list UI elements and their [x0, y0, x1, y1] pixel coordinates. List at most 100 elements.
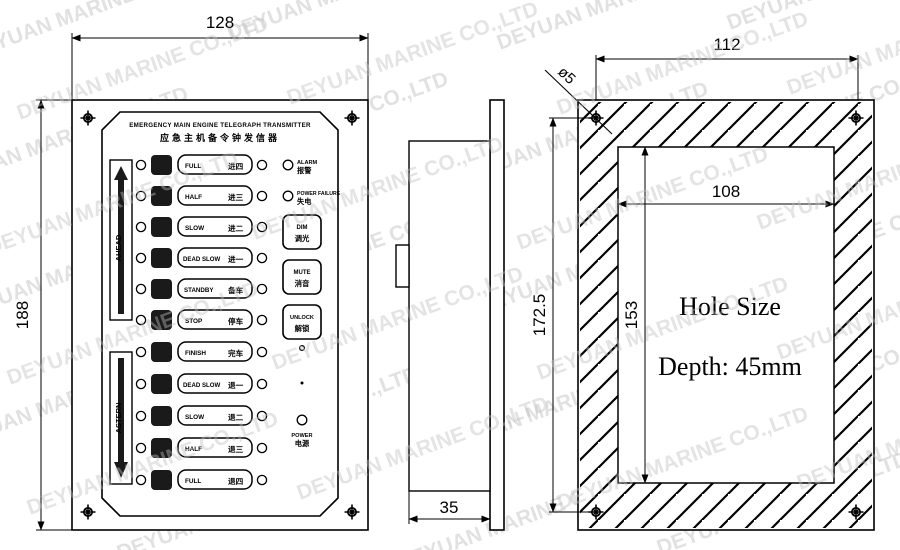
hole-size-note-line2: Depth: 45mm: [658, 352, 802, 381]
order-label-cn: 进四: [228, 161, 244, 171]
order-lamp-right-icon: [256, 221, 268, 233]
order-push-button[interactable]: [151, 438, 172, 458]
order-row-ahead-5[interactable]: STANDBY 备车: [135, 278, 268, 299]
function-label-cn: 消音: [295, 279, 310, 288]
function-label-en: DIM: [297, 225, 308, 231]
function-label-cn: 解锁: [295, 324, 310, 333]
order-label-plate: [177, 247, 253, 268]
order-push-button[interactable]: [151, 217, 172, 237]
order-lamp-right-icon: [256, 474, 268, 486]
order-label-en: SLOW: [185, 414, 205, 421]
order-row-astern-4[interactable]: HALF 退三: [135, 437, 268, 458]
dim-front-height: 188: [13, 99, 72, 531]
order-label-cn: 退一: [228, 381, 244, 390]
dim-label-128: 128: [206, 13, 234, 32]
panel-title-cn: 应急主机备令钟发信器: [160, 132, 280, 144]
order-label-plate: [177, 373, 253, 394]
order-row-astern-3[interactable]: SLOW 退二: [135, 405, 268, 426]
order-lamp-left-icon: [135, 159, 147, 171]
order-label-cn: 退三: [228, 445, 244, 454]
order-push-button[interactable]: [151, 470, 172, 490]
indicator-label-cn: 报警: [297, 166, 312, 175]
order-row-ahead-4[interactable]: DEAD SLOW 进一: [135, 247, 268, 268]
dim-panel-height: 172.5: [530, 117, 596, 513]
indicator-label-en: ALARM: [297, 160, 318, 166]
indicator-label-en: POWER FAILURE: [297, 191, 341, 197]
order-label-cn: 完车: [228, 348, 244, 358]
order-label-en: STANDBY: [184, 287, 214, 294]
order-row-ahead-3[interactable]: SLOW 进二: [135, 216, 268, 237]
order-lamp-right-icon: [256, 378, 268, 390]
order-label-cn: 退四: [228, 477, 244, 486]
panel-marker-dot-icon: [300, 381, 304, 385]
dim-side-depth: 35: [408, 491, 491, 524]
order-push-button[interactable]: [151, 342, 172, 362]
alarm-lamp-icon: [282, 159, 294, 171]
order-lamp-right-icon: [256, 314, 268, 326]
order-label-cn: 进二: [228, 223, 244, 233]
order-row-astern-1[interactable]: FINISH 完车: [135, 341, 268, 362]
function-button-unlock[interactable]: UNLOCK 解锁: [282, 304, 322, 340]
order-label-cn: 备车: [227, 285, 244, 295]
power-lamp-icon: [296, 414, 308, 426]
side-view: 35: [395, 99, 505, 531]
function-button-mute[interactable]: MUTE 消音: [282, 259, 322, 295]
side-connector-boss: [395, 244, 410, 288]
order-lamp-right-icon: [256, 346, 268, 358]
power-failure-lamp-icon: [282, 190, 294, 202]
power-label-cn: 电源: [295, 439, 310, 448]
indicator-label-cn: 失电: [297, 197, 312, 206]
dim-hole-height: 153: [618, 146, 649, 484]
dim-label-153: 153: [622, 301, 641, 329]
order-lamp-right-icon: [256, 442, 268, 454]
order-row-ahead-1[interactable]: FULL 进四: [135, 154, 268, 175]
order-push-button[interactable]: [151, 374, 172, 394]
order-label-plate: [177, 405, 253, 426]
order-push-button[interactable]: [151, 310, 172, 330]
panel-title-en: EMERGENCY MAIN ENGINE TELEGRAPH TRANSMIT…: [129, 122, 311, 129]
order-label-plate: [177, 469, 253, 490]
function-button-dim[interactable]: DIM 调光: [282, 214, 322, 250]
order-label-plate: [177, 185, 253, 206]
order-row-ahead-6[interactable]: STOP 停车: [135, 309, 268, 330]
order-label-en: HALF: [185, 194, 202, 201]
order-lamp-right-icon: [256, 283, 268, 295]
side-body-outline: [408, 140, 491, 492]
side-bezel-plate: [489, 99, 505, 531]
order-push-button[interactable]: [151, 155, 172, 175]
order-push-button[interactable]: [151, 186, 172, 206]
indicator-power-failure: POWER FAILURE 失电: [282, 190, 341, 206]
order-push-button[interactable]: [151, 279, 172, 299]
order-label-en: FULL: [185, 163, 201, 170]
function-label-en: UNLOCK: [290, 315, 314, 321]
order-lamp-left-icon: [135, 314, 147, 326]
dim-label-35: 35: [440, 498, 459, 517]
dim-panel-width: 112: [595, 35, 859, 100]
order-label-en: SLOW: [185, 225, 205, 232]
dim-label-112: 112: [713, 35, 740, 54]
order-lamp-right-icon: [256, 190, 268, 202]
order-label-en: HALF: [185, 446, 202, 453]
dim-label-1725: 172.5: [530, 294, 549, 337]
order-push-button[interactable]: [151, 406, 172, 426]
indicator-power: POWER 电源: [291, 414, 313, 448]
order-label-en: DEAD SLOW: [183, 382, 220, 389]
order-lamp-right-icon: [256, 159, 268, 171]
function-label-cn: 调光: [295, 234, 310, 243]
astern-arrow-indicator: ASTERN: [109, 351, 133, 485]
order-label-en: FINISH: [185, 350, 206, 357]
order-lamp-left-icon: [135, 474, 147, 486]
order-push-button[interactable]: [151, 248, 172, 268]
power-label-en: POWER: [291, 433, 312, 439]
cutout-view: ø5 112 172.5 108 153: [530, 35, 875, 531]
order-label-en: STOP: [185, 318, 203, 325]
order-lamp-left-icon: [135, 346, 147, 358]
order-lamp-right-icon: [256, 252, 268, 264]
order-row-astern-2[interactable]: DEAD SLOW 退一: [135, 373, 268, 394]
dim-front-width: 128: [71, 13, 369, 100]
order-row-astern-5[interactable]: FULL 退四: [135, 469, 268, 490]
order-label-cn: 停车: [228, 316, 244, 326]
order-row-ahead-2[interactable]: HALF 进三: [135, 185, 268, 206]
order-lamp-left-icon: [135, 221, 147, 233]
